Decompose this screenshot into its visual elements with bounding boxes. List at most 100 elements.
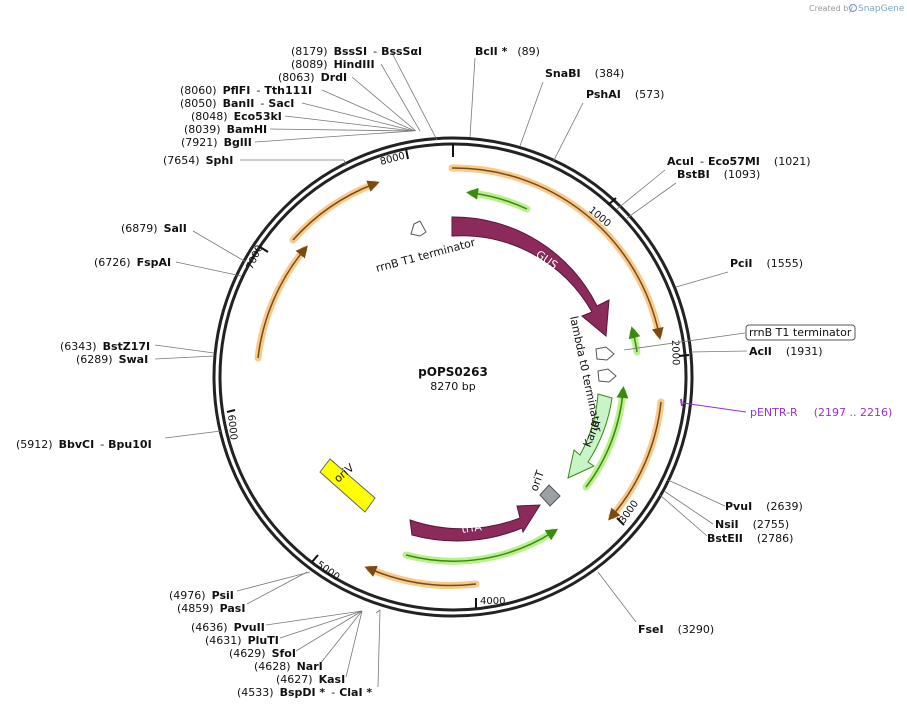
svg-text:(6343)BstZ17I: (6343)BstZ17I	[60, 340, 150, 353]
svg-text:(6879)SalI: (6879)SalI	[121, 222, 187, 235]
site-name[interactable]: Eco53kI	[234, 110, 282, 123]
svg-text:PvuI(2639): PvuI(2639)	[725, 500, 803, 513]
primer-label[interactable]: pENTR-R(2197 .. 2216)	[750, 406, 892, 419]
site-name[interactable]: PsiI	[212, 589, 234, 602]
site-name[interactable]: NarI	[297, 660, 323, 673]
tick-label-6000: 6000	[225, 414, 239, 440]
svg-text:(6726)FspAI: (6726)FspAI	[94, 256, 171, 269]
plasmid-name: pOPS0263	[418, 365, 488, 379]
svg-text:(4628)NarI: (4628)NarI	[254, 660, 323, 673]
site-name[interactable]: BbvCI	[59, 438, 95, 451]
site-name[interactable]: DrdI	[321, 71, 348, 84]
svg-text:BstBI(1093): BstBI(1093)	[677, 168, 760, 181]
svg-text:(8048)Eco53kI: (8048)Eco53kI	[191, 110, 282, 123]
svg-text:(7921)BglII: (7921)BglII	[181, 136, 252, 149]
svg-text:(8050)BanII-SacI: (8050)BanII-SacI	[180, 97, 294, 110]
site-name[interactable]: SnaBI	[545, 67, 581, 80]
trfa-feature[interactable]	[409, 504, 541, 542]
site-name[interactable]: BstBI	[677, 168, 710, 181]
snapgene-logo-icon	[848, 3, 858, 13]
svg-text:(8089)HindIII: (8089)HindIII	[291, 58, 375, 71]
site-name[interactable]: PluTI	[248, 634, 279, 647]
orit-label: oriT	[528, 469, 548, 493]
oriv-feature[interactable]	[319, 458, 376, 513]
site-alt[interactable]: Tth111I	[264, 84, 312, 97]
site-name[interactable]: HindIII	[334, 58, 375, 71]
lambda-terminator-icon	[597, 368, 617, 383]
site-name[interactable]: FseI	[638, 623, 664, 636]
plasmid-length: 8270 bp	[430, 380, 475, 393]
site-name[interactable]: BanII	[223, 97, 255, 110]
site-name[interactable]: BglII	[224, 136, 252, 149]
svg-text:SnaBI(384): SnaBI(384)	[545, 67, 624, 80]
svg-text:(8063)DrdI: (8063)DrdI	[278, 71, 347, 84]
site-name[interactable]: AclI	[749, 345, 772, 358]
site-name[interactable]: AcuI	[667, 155, 694, 168]
svg-text:PciI(1555): PciI(1555)	[730, 257, 803, 270]
site-name[interactable]: BspDI *	[280, 686, 326, 699]
svg-text:AcuI-Eco57MI(1021): AcuI-Eco57MI(1021)	[667, 155, 810, 168]
tick-label-7000: 7000	[245, 244, 266, 272]
orf-arrows	[254, 164, 665, 589]
svg-text:(4629)SfoI: (4629)SfoI	[229, 647, 296, 660]
site-name[interactable]: SwaI	[119, 353, 149, 366]
svg-text:BstEII(2786): BstEII(2786)	[707, 532, 793, 545]
site-alt[interactable]: ClaI *	[339, 686, 372, 699]
site-alt[interactable]: SacI	[268, 97, 294, 110]
backbone-outer	[212, 136, 694, 618]
site-name[interactable]: KasI	[319, 673, 346, 686]
svg-text:AclI(1931): AclI(1931)	[749, 345, 822, 358]
svg-text:(4631)PluTI: (4631)PluTI	[205, 634, 279, 647]
svg-text:(8179)BssSI-BssSαI: (8179)BssSI-BssSαI	[291, 45, 422, 58]
svg-text:(4533)BspDI *-ClaI *: (4533)BspDI *-ClaI *	[237, 686, 372, 699]
left-site-labels: (8179)BssSI-BssSαI (8089)HindIII (8063)D…	[16, 45, 422, 699]
site-name[interactable]: SphI	[206, 154, 234, 167]
svg-text:(6289)SwaI: (6289)SwaI	[76, 353, 148, 366]
site-name[interactable]: FspAI	[137, 256, 172, 269]
site-name[interactable]: PvuI	[725, 500, 752, 513]
site-name[interactable]: PasI	[220, 602, 246, 615]
svg-text:(8060)PflFI-Tth111I: (8060)PflFI-Tth111I	[180, 84, 312, 97]
site-pos: (8179)	[291, 45, 328, 58]
site-name[interactable]: PflFI	[223, 84, 251, 97]
svg-text:BclI *(89): BclI *(89)	[475, 45, 540, 58]
rrnb-terminator-left-label: rrnB T1 terminator	[374, 236, 477, 275]
site-name[interactable]: SfoI	[272, 647, 296, 660]
site-name[interactable]: BstEII	[707, 532, 743, 545]
primer-site-marker	[680, 398, 683, 407]
feature-label-box[interactable]	[745, 324, 856, 341]
site-name[interactable]: BclI *	[475, 45, 508, 58]
svg-text:PshAI(573): PshAI(573)	[586, 88, 664, 101]
site-alt[interactable]: Eco57MI	[708, 155, 760, 168]
site-alt[interactable]: Bpu10I	[108, 438, 152, 451]
credit-prefix: Created by	[809, 4, 853, 13]
site-name[interactable]: BstZ17I	[103, 340, 151, 353]
svg-text:(4636)PvuII: (4636)PvuII	[191, 621, 265, 634]
tick-label-4000: 4000	[480, 596, 505, 607]
svg-text:(4976)PsiI: (4976)PsiI	[169, 589, 234, 602]
site-name[interactable]: PshAI	[586, 88, 621, 101]
site-name[interactable]: SalI	[164, 222, 187, 235]
site-alt[interactable]: BssSαI	[381, 45, 422, 58]
site-name[interactable]: PciI	[730, 257, 752, 270]
leader-lines	[154, 50, 748, 688]
tick-label-2000: 2000	[669, 340, 681, 366]
feature-label-rrnb-terminator: rrnB T1 terminator	[749, 326, 852, 339]
svg-text:(8039)BamHI: (8039)BamHI	[184, 123, 267, 136]
site-name[interactable]: NsiI	[715, 518, 739, 531]
right-site-labels: BclI *(89) SnaBI(384) PshAI(573) AcuI-Ec…	[475, 45, 822, 636]
site-name[interactable]: BssSI	[334, 45, 368, 58]
svg-text:(7654)SphI: (7654)SphI	[163, 154, 233, 167]
site-name[interactable]: PvuII	[234, 621, 265, 634]
orit-feature[interactable]	[539, 484, 561, 507]
kanr-feature[interactable]	[567, 393, 613, 479]
rrnb-terminator-left-icon	[410, 220, 427, 237]
site-name[interactable]: BamHI	[227, 123, 268, 136]
svg-text:(5912)BbvCI-Bpu10I: (5912)BbvCI-Bpu10I	[16, 438, 152, 451]
svg-text:FseI(3290): FseI(3290)	[638, 623, 714, 636]
gus-feature[interactable]	[451, 216, 610, 337]
svg-text:(4627)KasI: (4627)KasI	[276, 673, 345, 686]
tick-marks	[226, 148, 690, 608]
svg-text:(4859)PasI: (4859)PasI	[177, 602, 245, 615]
